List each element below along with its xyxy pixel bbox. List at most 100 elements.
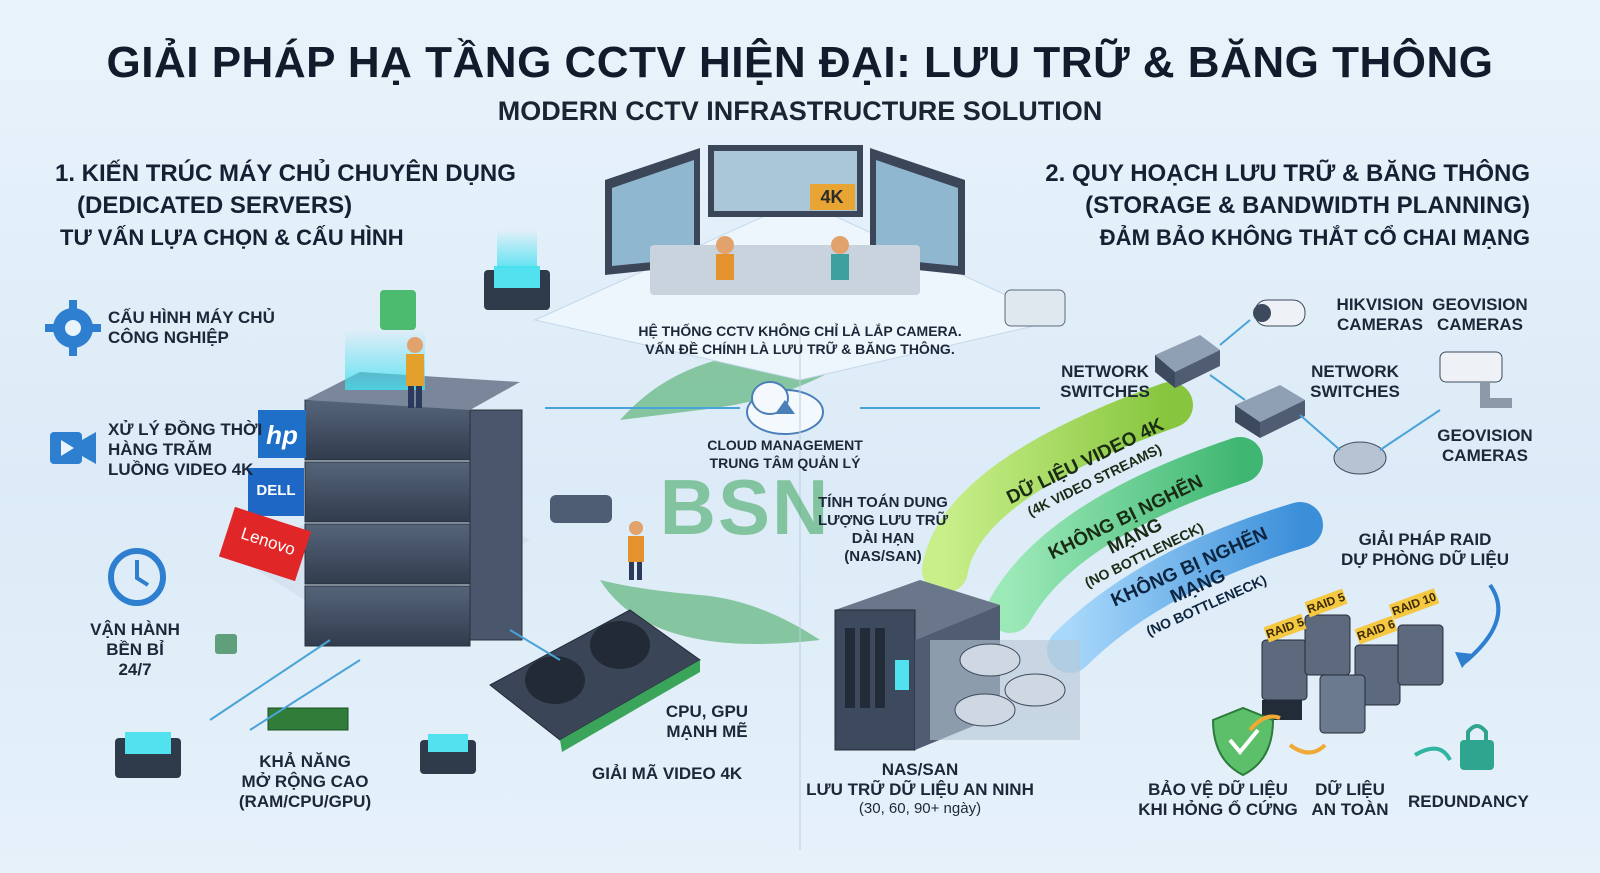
section1-line1: 1. KIẾN TRÚC MÁY CHỦ CHUYÊN DỤNG <box>55 160 516 187</box>
feature-streams-line1: XỬ LÝ ĐỒNG THỜI <box>108 420 263 439</box>
lenovo-tag <box>218 506 312 582</box>
network-switches-left-label: NETWORK SWITCHES <box>1050 362 1160 402</box>
nas-label-line1: NAS/SAN <box>881 760 959 779</box>
switches-left-line1: NETWORK <box>1061 362 1149 381</box>
redundancy-label: REDUNDANCY <box>1408 792 1529 811</box>
feature-streams: XỬ LÝ ĐỒNG THỜI HÀNG TRĂM LUỒNG VIDEO 4K <box>108 420 262 480</box>
hikvision-camera <box>1253 299 1306 327</box>
nas-label: NAS/SAN LƯU TRỮ DỮ LIỆU AN NINH (30, 60,… <box>800 760 1040 818</box>
hikvision-line2: CAMERAS <box>1337 315 1423 334</box>
feature-streams-line3: LUỒNG VIDEO 4K <box>108 460 254 479</box>
nas-label-line2: LƯU TRỮ DỮ LIỆU AN NINH <box>806 780 1034 799</box>
router <box>1333 441 1387 475</box>
video-camera-icon <box>50 432 96 464</box>
flow-arrows-left <box>209 407 1040 731</box>
page-title: GIẢI PHÁP HẠ TẦNG CCTV HIỆN ĐẠI: LƯU TRỮ… <box>106 38 1494 87</box>
feature-config-line2: CÔNG NGHIỆP <box>108 328 229 347</box>
feature-gpu-line1: CPU, GPU <box>665 702 749 721</box>
lock-icon <box>1460 740 1494 770</box>
flow-arrows-right <box>1209 319 1441 451</box>
switch-left <box>1155 335 1220 388</box>
network-box <box>1004 289 1066 327</box>
storage-calc-line1: TÍNH TOÁN DUNG <box>818 494 948 511</box>
feature-scale-line3: (RAM/CPU/GPU) <box>238 792 372 811</box>
gpu-card <box>489 609 701 752</box>
cloud-label-line1: CLOUD MANAGEMENT <box>707 437 863 453</box>
geovision-top-line2: CAMERAS <box>1437 315 1523 334</box>
geovision-bottom-label: GEOVISION CAMERAS <box>1430 426 1540 466</box>
section1-heading: 1. KIẾN TRÚC MÁY CHỦ CHUYÊN DỤNG (DEDICA… <box>55 158 555 254</box>
switch-right <box>1235 385 1305 438</box>
shield-icon <box>1211 706 1275 777</box>
safe-data-line2: AN TOÀN <box>1311 800 1389 819</box>
geovision-top-label: GEOVISION CAMERAS <box>1425 295 1535 335</box>
cloud-icon <box>746 381 824 435</box>
section2-line3: ĐẢM BẢO KHÔNG THẮT CỔ CHAI MẠNG <box>1099 225 1530 250</box>
gear-icon <box>45 300 101 356</box>
feature-config: CẤU HÌNH MÁY CHỦ CÔNG NGHIỆP <box>108 308 275 348</box>
geovision-bottom-line2: CAMERAS <box>1442 446 1528 465</box>
geovision-top-line1: GEOVISION <box>1432 295 1528 314</box>
feature-uptime-line2: BỀN BỈ <box>106 640 164 659</box>
backup-label-line1: BẢO VỆ DỮ LIỆU <box>1148 780 1288 799</box>
control-room-caption: HỆ THỐNG CCTV KHÔNG CHỈ LÀ LẮP CAMERA. V… <box>590 322 1010 358</box>
raid-arrow <box>1463 583 1501 664</box>
feature-uptime-line1: VẬN HÀNH <box>90 620 180 639</box>
section1-line3: TƯ VẤN LỰA CHỌN & CẤU HÌNH <box>60 225 404 250</box>
storage-calc-line2: LƯỢNG LƯU TRỮ <box>817 512 949 529</box>
mini-router <box>550 495 612 523</box>
safe-data-label: DỮ LIỆU AN TOÀN <box>1300 780 1400 820</box>
dell-tag <box>248 468 304 516</box>
raid-title: GIẢI PHÁP RAID DỰ PHÒNG DỮ LIỆU <box>1340 530 1510 570</box>
feature-scale: KHẢ NĂNG MỞ RỘNG CAO (RAM/CPU/GPU) <box>225 752 385 812</box>
hikvision-label: HIKVISION CAMERAS <box>1325 295 1435 335</box>
section2-heading: 2. QUY HOẠCH LƯU TRỮ & BĂNG THÔNG (STORA… <box>990 158 1530 254</box>
feature-decode: GIẢI MÃ VIDEO 4K <box>592 764 743 783</box>
hikvision-line1: HIKVISION <box>1336 295 1424 314</box>
bsn-watermark: BSN <box>659 463 831 551</box>
backup-label-line2: KHI HỎNG Ổ CỨNG <box>1138 800 1298 819</box>
storage-calc-line3: DÀI HẠN <box>851 530 915 547</box>
feature-scale-line1: KHẢ NĂNG <box>259 752 351 771</box>
video-wall <box>605 145 965 275</box>
cloud-label: CLOUD MANAGEMENT TRUNG TÂM QUẢN LÝ <box>690 436 880 472</box>
hp-logo: hp <box>266 420 298 450</box>
raid-disk-array <box>1261 614 1444 734</box>
screen-4k-badge: 4K <box>820 187 844 207</box>
small-lock-icon <box>215 634 237 654</box>
control-room-caption-line2: VẤN ĐỀ CHÍNH LÀ LƯU TRỮ & BĂNG THÔNG. <box>645 341 955 357</box>
nas-label-line3: (30, 60, 90+ ngày) <box>858 800 982 817</box>
storage-calc-line4: (NAS/SAN) <box>844 548 922 565</box>
geovision-bottom-line1: GEOVISION <box>1437 426 1533 445</box>
section2-line2: (STORAGE & BANDWIDTH PLANNING) <box>1085 192 1530 219</box>
control-room-caption-line1: HỆ THỐNG CCTV KHÔNG CHỈ LÀ LẮP CAMERA. <box>638 323 962 339</box>
backup-label: BẢO VỆ DỮ LIỆU KHI HỎNG Ổ CỨNG <box>1138 780 1298 820</box>
feature-scale-line2: MỞ RỘNG CAO <box>241 772 369 791</box>
feature-uptime-line3: 24/7 <box>118 660 152 679</box>
switches-left-line2: SWITCHES <box>1060 382 1150 401</box>
chip-bottom-mid <box>420 734 476 774</box>
chip-top <box>484 230 550 310</box>
section1-line2: (DEDICATED SERVERS) <box>77 192 353 219</box>
feature-config-line1: CẤU HÌNH MÁY CHỦ <box>108 308 275 327</box>
feature-gpu-line2: MẠNH MẼ <box>666 722 748 741</box>
geovision-camera-top <box>1439 351 1512 408</box>
feature-streams-line2: HÀNG TRĂM <box>108 440 212 459</box>
feature-gpu: CPU, GPU MẠNH MẼ <box>652 702 762 742</box>
data-pipes <box>922 382 1323 673</box>
feature-uptime: VẬN HÀNH BỀN BỈ 24/7 <box>80 620 190 680</box>
safe-data-line1: DỮ LIỆU <box>1315 780 1385 799</box>
dell-logo: DELL <box>256 482 296 499</box>
switches-right-line1: NETWORK <box>1311 362 1399 381</box>
raid-title-line1: GIẢI PHÁP RAID <box>1358 530 1492 549</box>
raid-title-line2: DỰ PHÒNG DỮ LIỆU <box>1341 550 1509 569</box>
server-rack <box>240 290 530 647</box>
network-switches-right-label: NETWORK SWITCHES <box>1300 362 1410 402</box>
switches-right-line2: SWITCHES <box>1310 382 1400 401</box>
clock-icon <box>108 548 166 606</box>
section2-line1: 2. QUY HOẠCH LƯU TRỮ & BĂNG THÔNG <box>1045 160 1530 187</box>
hp-tag <box>258 410 306 458</box>
page-subtitle: MODERN CCTV INFRASTRUCTURE SOLUTION <box>497 96 1103 126</box>
chip-bottom-left <box>115 732 181 778</box>
